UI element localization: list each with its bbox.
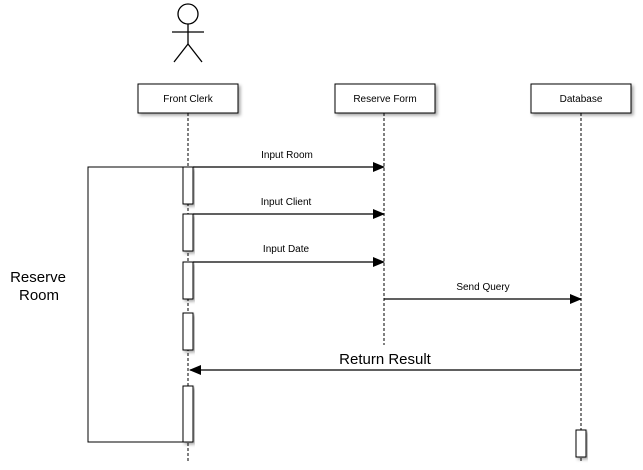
activation-bar-database [575, 429, 587, 458]
activation-bar [182, 312, 194, 351]
fragment-label-line2: Room [19, 287, 59, 304]
participant-reserve-form[interactable]: Reserve Form [334, 83, 436, 114]
participant-front-clerk-label: Front Clerk [163, 94, 213, 105]
message-input-room: Input Room [193, 150, 385, 172]
activation-bar [182, 166, 194, 205]
message-input-room-label: Input Room [261, 150, 313, 161]
activation-bar [182, 261, 194, 300]
activation-bar [182, 385, 194, 443]
fragment-label-line1: Reserve [10, 269, 66, 286]
activation-bar [182, 213, 194, 252]
participant-front-clerk[interactable]: Front Clerk [137, 83, 239, 114]
participant-database[interactable]: Database [530, 83, 632, 114]
message-input-client-label: Input Client [261, 197, 312, 208]
participant-reserve-form-label: Reserve Form [353, 94, 416, 105]
message-send-query-label: Send Query [456, 282, 509, 293]
message-input-client: Input Client [193, 197, 385, 219]
message-return-result: Return Result [189, 351, 581, 375]
message-input-date-label: Input Date [263, 244, 310, 255]
actor-icon [172, 3, 204, 63]
message-send-query: Send Query [384, 282, 582, 304]
participant-database-label: Database [560, 94, 603, 105]
message-return-result-label: Return Result [339, 351, 432, 368]
message-input-date: Input Date [193, 244, 385, 267]
fragment-frame [87, 166, 183, 443]
